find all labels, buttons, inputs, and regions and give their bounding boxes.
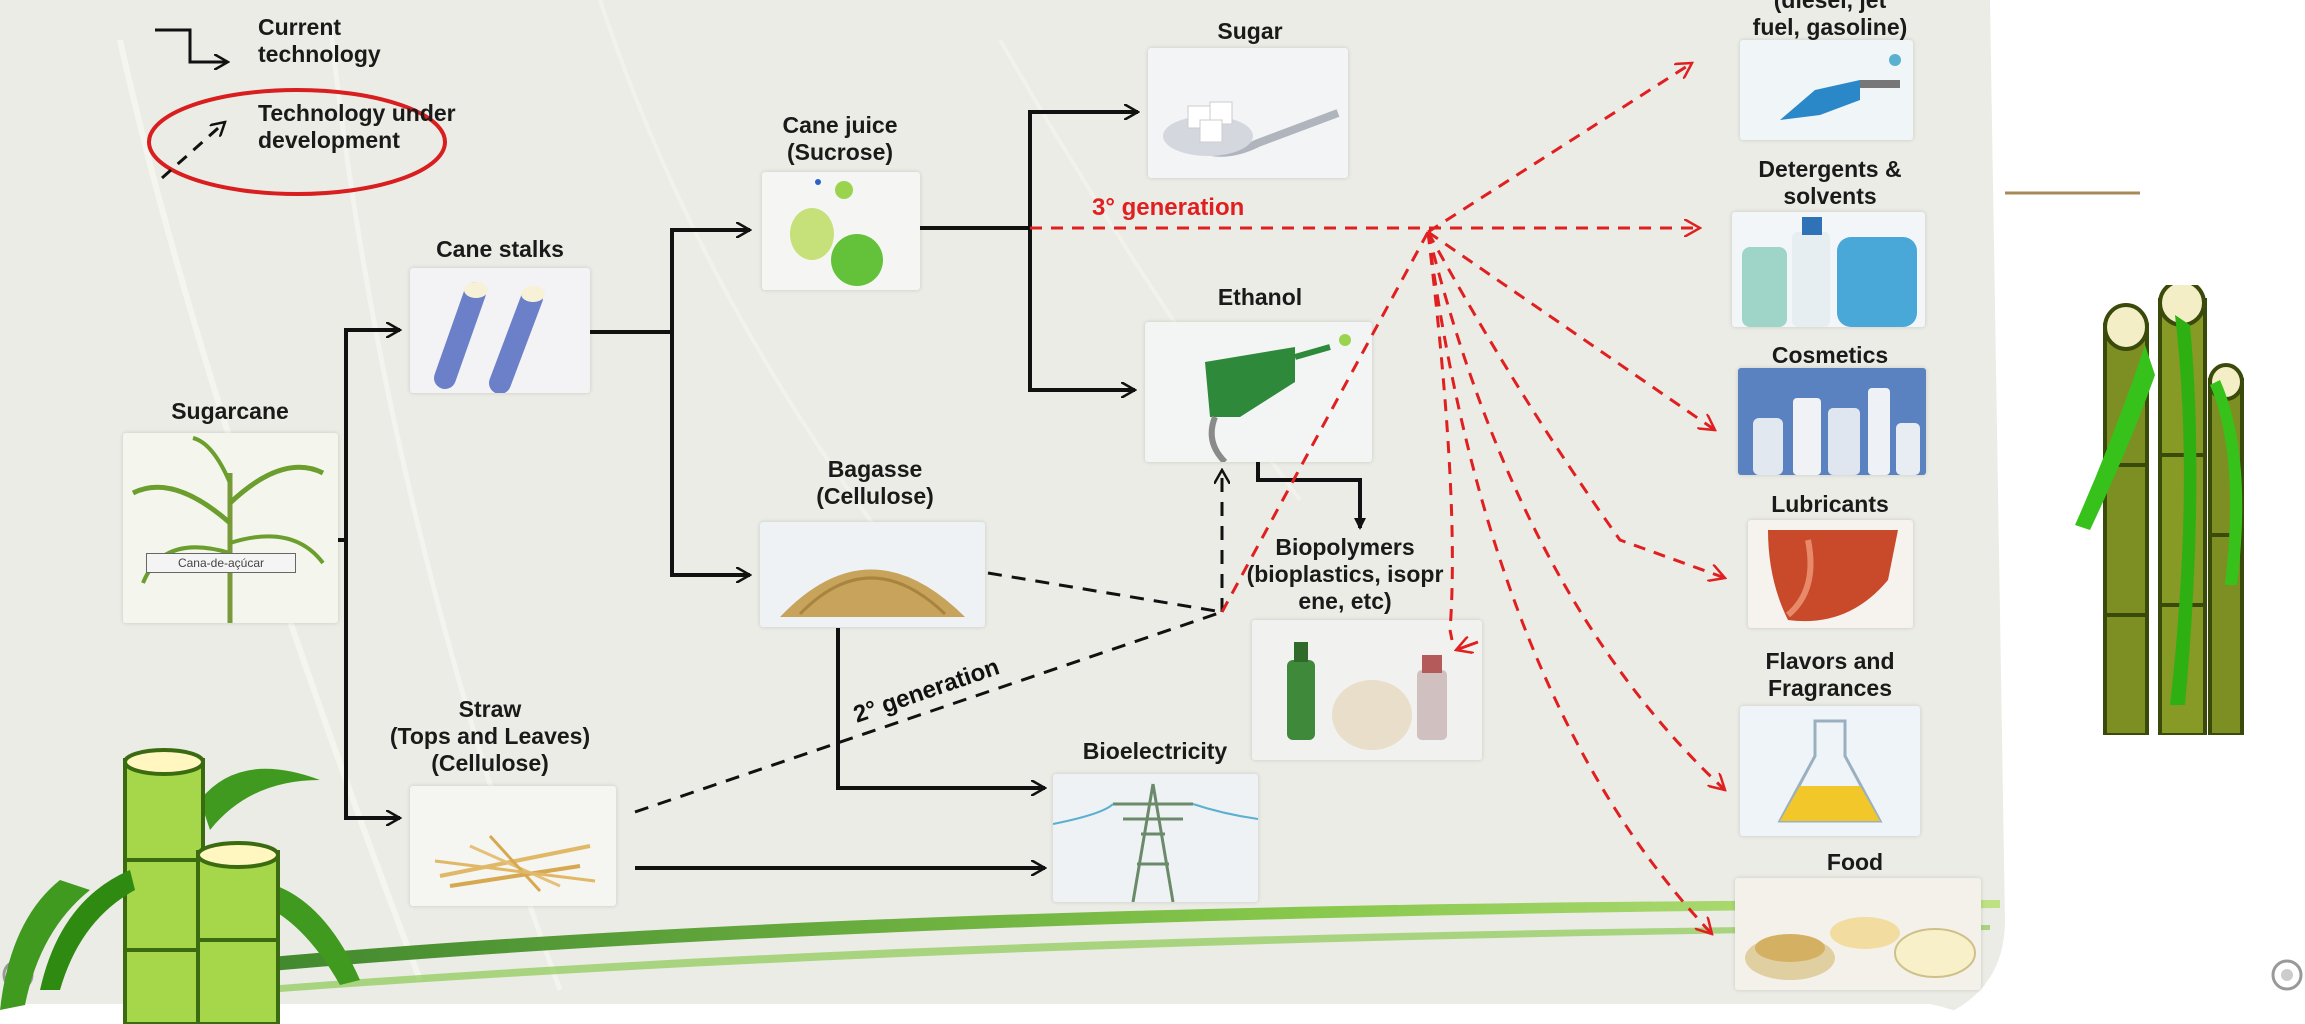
label-bagasse: Bagasse (Cellulose) [816,456,934,509]
sugar-image [1148,48,1348,178]
label-flavors: Flavors and Fragrances [1765,648,1895,701]
fuels-image [1740,40,1913,140]
label-biopolymers: Biopolymers (bioplastics, isopr ene, etc… [1246,534,1444,614]
label-ethanol: Ethanol [1217,284,1303,310]
label-fuels: (diesel, jet fuel, gasoline) [1752,0,1908,40]
label-lubricants: Lubricants [1771,491,1889,517]
legend-current-arrow [155,28,228,62]
label-food: Food [1826,849,1884,875]
detergents-image [1732,212,1925,327]
cane-illustration-left [0,748,360,1024]
bioelectricity-image [1053,774,1258,902]
label-bioelectricity: Bioelectricity [1082,738,1228,764]
label-cane-juice: Cane juice (Sucrose) [782,112,898,165]
legend-dev-label: Technology under development [258,100,456,153]
food-image [1735,878,1981,990]
cane-stalks-image [410,268,590,393]
third-generation-label: 3° generation [1092,194,1245,221]
label-cane-stalks: Cane stalks [436,236,564,262]
label-detergents: Detergents & solvents [1758,156,1902,209]
sugarcane-image [123,433,338,623]
bagasse-image [760,522,985,627]
cosmetics-image [1738,368,1926,475]
legend-current-label: Current technology [258,14,381,67]
ethanol-image [1145,322,1372,462]
biopolymers-image [1252,620,1482,760]
legend-ellipse [147,88,447,196]
label-sugarcane: Sugarcane [171,398,289,424]
legend-dev-arrow [161,122,225,180]
lubricants-image [1748,520,1913,628]
label-straw: Straw (Tops and Leaves) (Cellulose) [389,696,591,776]
straw-image [410,786,616,906]
label-cosmetics: Cosmetics [1771,342,1889,368]
cane-juice-image [762,172,920,290]
cane-illustration-right [2075,285,2244,735]
flavors-image [1740,706,1920,836]
label-sugar: Sugar [1217,18,1283,44]
sugarcane-tag: Cana-de-açúcar [146,553,296,573]
